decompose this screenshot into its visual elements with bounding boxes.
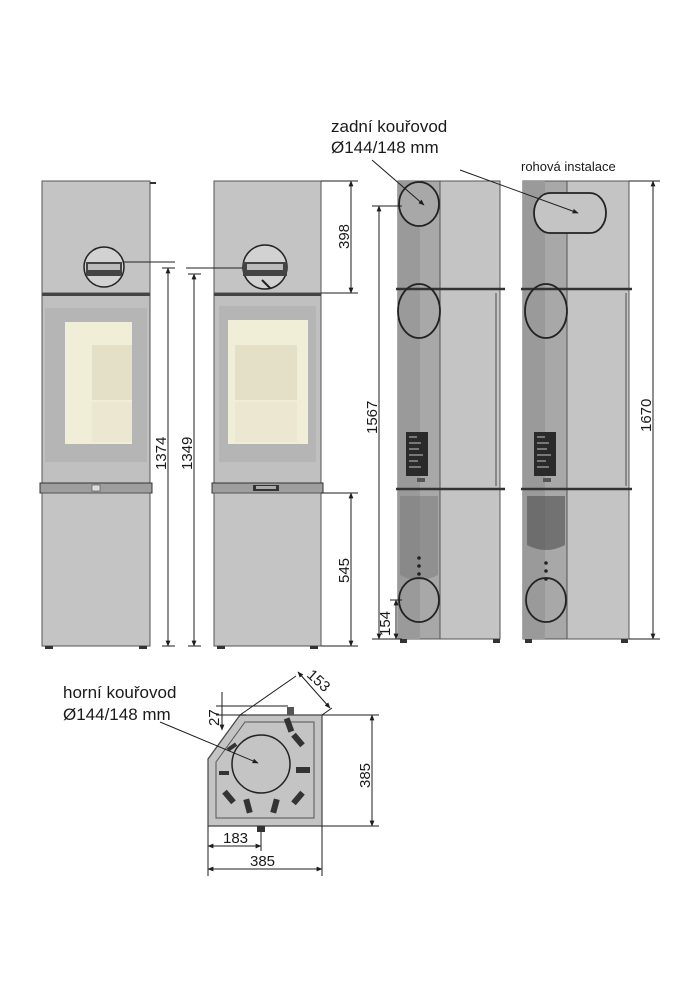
dim-183: 183 — [223, 830, 248, 847]
top-flue-label: horní kouřovod — [63, 683, 176, 702]
corner-view — [521, 180, 632, 643]
dimension-lines-top — [207, 671, 379, 876]
dim-153: 153 — [303, 666, 333, 695]
dim-385-side: 385 — [357, 763, 374, 788]
top-flue-diameter: Ø144/148 mm — [63, 705, 171, 724]
dim-385-bottom: 385 — [250, 853, 275, 870]
dim-1374: 1374 — [153, 437, 170, 470]
dim-27: 27 — [206, 709, 223, 726]
rear-flue-label: zadní kouřovod — [331, 117, 447, 136]
dim-398: 398 — [336, 224, 353, 249]
dimension-lines-front — [162, 180, 358, 647]
dim-1670: 1670 — [638, 399, 655, 432]
dimension-lines-rear — [372, 180, 660, 640]
rear-view — [396, 180, 505, 643]
dim-154: 154 — [377, 611, 394, 636]
front-view-2 — [186, 180, 324, 649]
corner-flue-opening — [533, 192, 607, 234]
dim-545: 545 — [336, 558, 353, 583]
front-view — [39, 180, 175, 649]
dim-1567: 1567 — [364, 401, 381, 434]
top-flue-circle — [231, 734, 291, 794]
top-view — [207, 707, 323, 832]
dim-1349: 1349 — [179, 437, 196, 470]
rear-flue-diameter: Ø144/148 mm — [331, 138, 439, 157]
corner-install-label: rohová instalace — [521, 159, 616, 174]
